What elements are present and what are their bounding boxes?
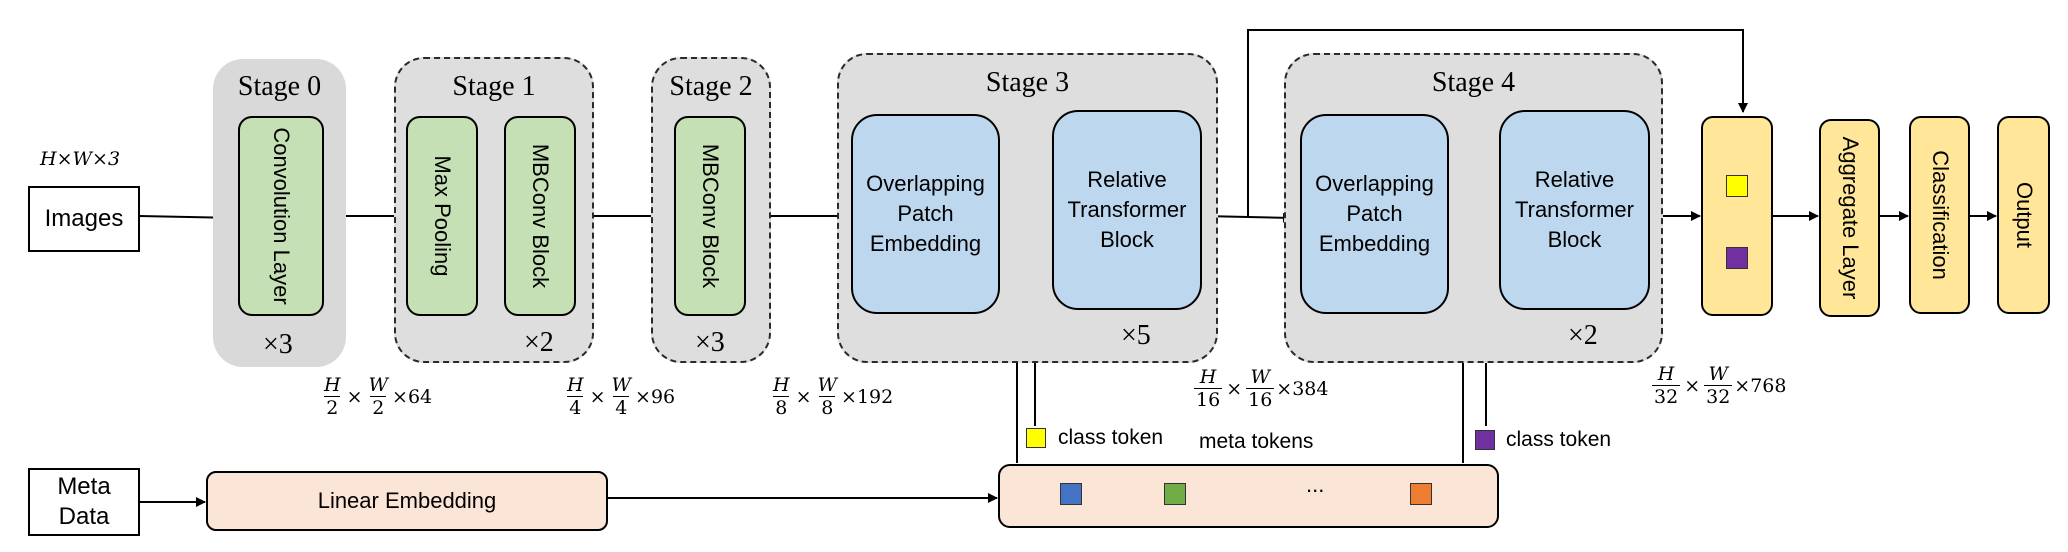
relative-transformer-label-stage3: Relative Transformer Block bbox=[1067, 167, 1187, 252]
output-block: Output bbox=[1997, 116, 2050, 314]
aggregate-layer-label: Aggregate Layer bbox=[1837, 136, 1863, 300]
linear-embedding-block: Linear Embedding bbox=[206, 471, 608, 531]
meta-token-orange-square bbox=[1410, 483, 1432, 505]
meta-data-box: Meta Data bbox=[28, 468, 140, 536]
stage-3-repeat: ×5 bbox=[1121, 320, 1151, 351]
stage-4-title: Stage 4 bbox=[1431, 67, 1516, 98]
max-pooling-label: Max Pooling bbox=[430, 155, 455, 277]
meta-data-line1: Meta bbox=[57, 473, 111, 500]
class-token-yellow-legend bbox=[1026, 428, 1046, 448]
max-pooling-block: Max Pooling bbox=[406, 116, 478, 316]
meta-token-ellipsis: ... bbox=[1306, 472, 1325, 497]
class-token-label-1: class token bbox=[1058, 426, 1164, 449]
mbconv-label-stage2: MBConv Block bbox=[698, 143, 723, 289]
overlapping-patch-embedding-stage3: Overlapping Patch Embedding bbox=[851, 114, 1000, 314]
relative-transformer-block-stage3: Relative Transformer Block bbox=[1052, 110, 1202, 310]
class-token-yellow-square bbox=[1726, 175, 1748, 197]
images-label: Images bbox=[44, 205, 124, 232]
overlapping-patch-embedding-stage4: Overlapping Patch Embedding bbox=[1300, 114, 1449, 314]
input-dims: H×W×3 bbox=[40, 148, 121, 170]
stage-1-title: Stage 1 bbox=[452, 71, 536, 102]
stage-0-repeat: ×3 bbox=[263, 329, 293, 360]
classification-block: Classification bbox=[1909, 116, 1970, 314]
aggregate-layer-block: Aggregate Layer bbox=[1819, 119, 1880, 317]
class-token-purple-square bbox=[1726, 247, 1748, 269]
overlapping-patch-embedding-label-stage4: Overlapping Patch Embedding bbox=[1315, 171, 1434, 256]
stage-4-repeat: ×2 bbox=[1568, 320, 1598, 351]
meta-data-line2: Data bbox=[58, 503, 110, 530]
class-token-purple-legend bbox=[1475, 430, 1495, 450]
token-stack-block bbox=[1701, 116, 1773, 316]
relative-transformer-block-stage4: Relative Transformer Block bbox=[1499, 110, 1650, 310]
stage-3-title: Stage 3 bbox=[985, 67, 1070, 98]
linear-embedding-label: Linear Embedding bbox=[317, 488, 497, 513]
mbconv-block-stage1: MBConv Block bbox=[504, 116, 576, 316]
meta-tokens-label: meta tokens bbox=[1199, 430, 1314, 453]
mbconv-label-stage1: MBConv Block bbox=[528, 143, 553, 289]
convolution-layer-label: Convolution Layer bbox=[269, 127, 294, 305]
stage-2-title: Stage 2 bbox=[669, 71, 753, 102]
stage-2-repeat: ×3 bbox=[695, 327, 725, 358]
classification-label: Classification bbox=[1927, 150, 1953, 280]
meta-token-blue-square bbox=[1060, 483, 1082, 505]
convolution-layer-block: Convolution Layer bbox=[238, 116, 324, 316]
class-token-label-2: class token bbox=[1506, 428, 1612, 451]
stage-0-title: Stage 0 bbox=[237, 71, 322, 102]
relative-transformer-label-stage4: Relative Transformer Block bbox=[1515, 167, 1634, 252]
images-box: Images bbox=[28, 186, 140, 252]
mbconv-block-stage2: MBConv Block bbox=[674, 116, 746, 316]
overlapping-patch-embedding-label-stage3: Overlapping Patch Embedding bbox=[866, 171, 985, 256]
stage-1-repeat: ×2 bbox=[524, 327, 554, 358]
meta-token-green-square bbox=[1164, 483, 1186, 505]
output-label: Output bbox=[2011, 181, 2037, 249]
